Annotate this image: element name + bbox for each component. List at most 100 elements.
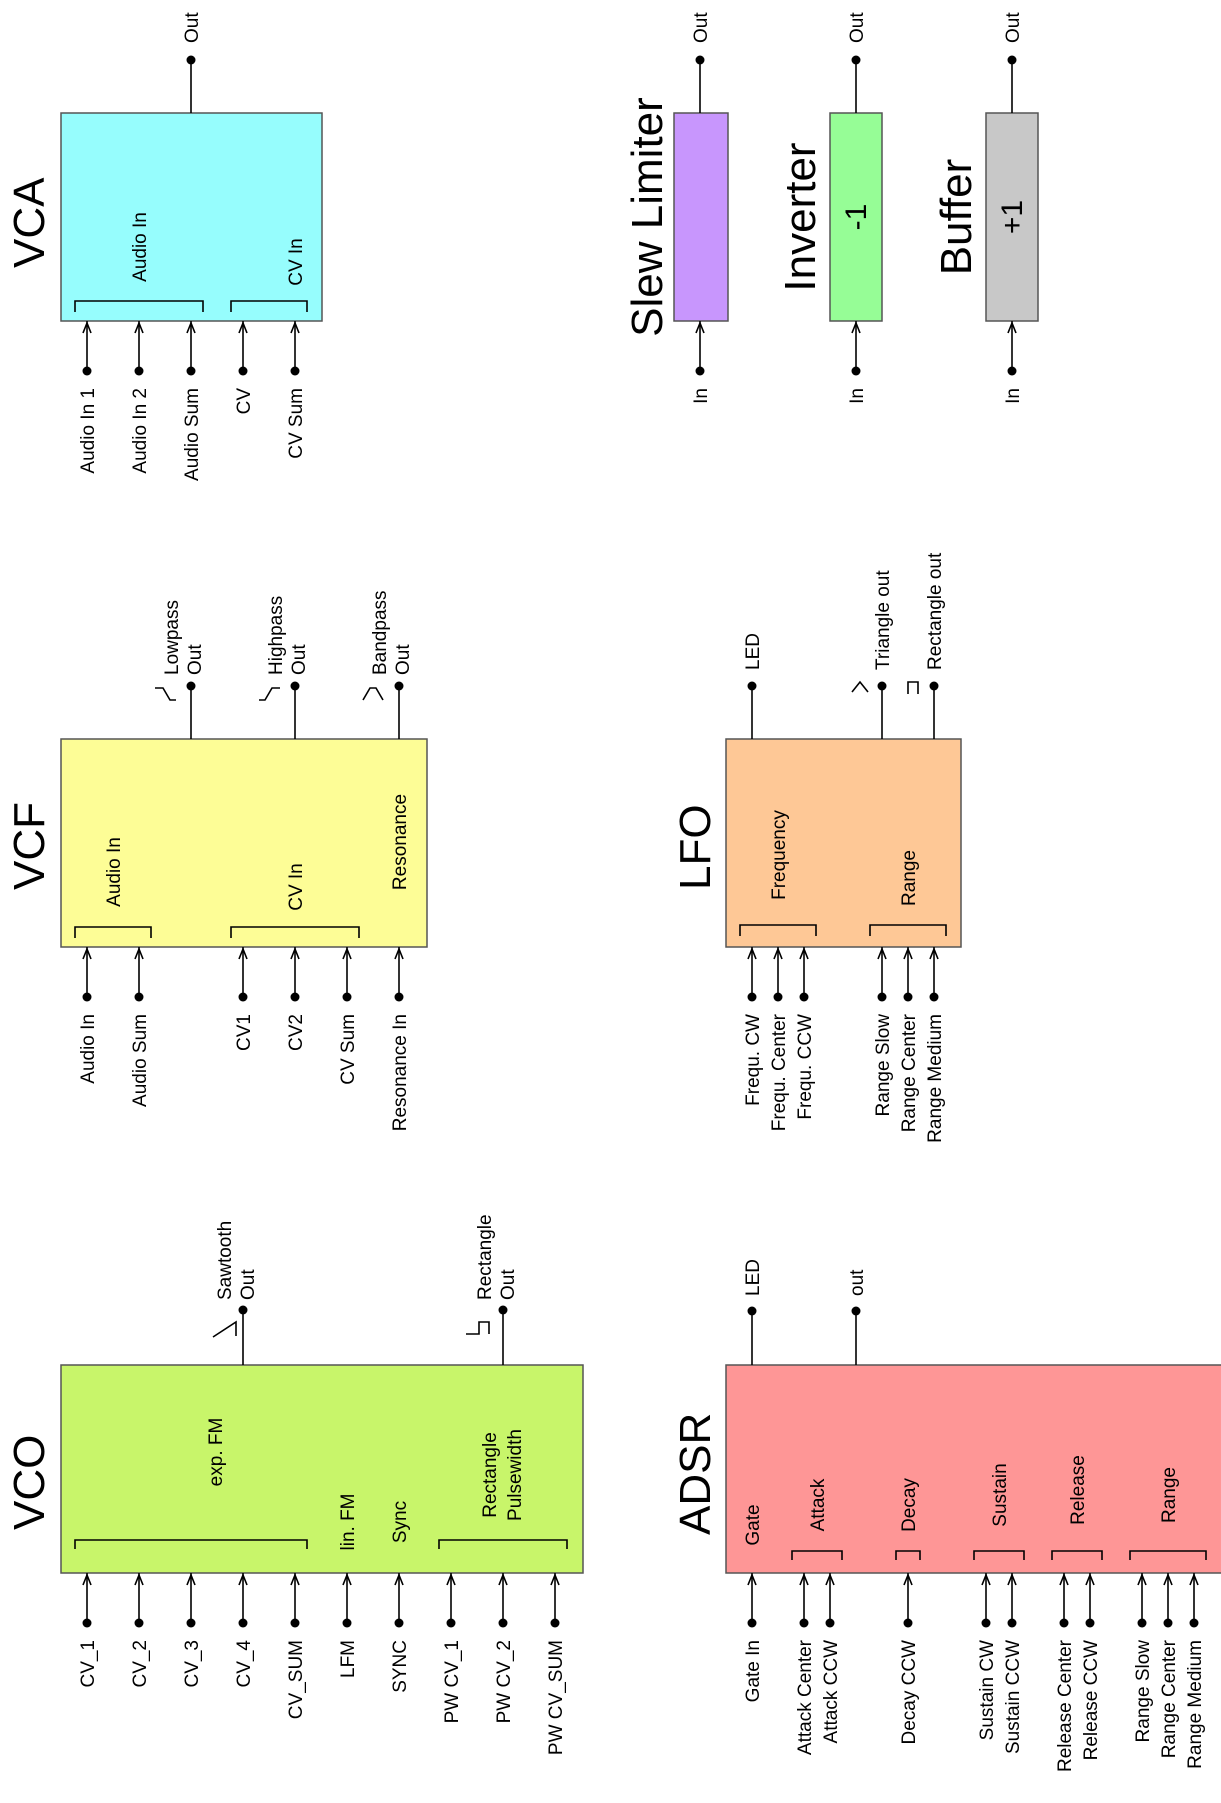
slew-limiter-module: Slew Limiter In Out <box>623 12 729 404</box>
input-pin[interactable]: Range Slow <box>1133 1572 1154 1743</box>
adsr-input-label: Sustain CCW <box>1003 1640 1024 1754</box>
input-pin[interactable]: Audio In <box>78 946 99 1084</box>
input-pin[interactable]: Audio Sum <box>130 946 151 1107</box>
input-pin[interactable]: Sustain CW <box>977 1572 998 1740</box>
output-label: Rectangle <box>475 1214 496 1300</box>
input-pin[interactable]: SYNC <box>390 1572 411 1693</box>
slew-limiter-title: Slew Limiter <box>623 97 672 337</box>
input-pin[interactable]: LFM <box>338 1572 359 1678</box>
input-pin[interactable]: CV_4 <box>234 1572 255 1688</box>
highpass-icon <box>259 687 280 701</box>
input-pin[interactable]: Range Slow <box>873 946 894 1117</box>
input-pin[interactable]: Sustain CCW <box>1003 1572 1024 1754</box>
input-pin[interactable]: CV_2 <box>130 1572 151 1688</box>
input-pin[interactable]: CV <box>234 320 255 414</box>
input-pin[interactable]: Attack Center <box>795 1572 816 1755</box>
input-pin[interactable]: Range Medium <box>925 946 946 1143</box>
lowpass-icon <box>155 687 176 701</box>
output-pin[interactable]: LED <box>743 1259 764 1365</box>
adsr-input-label: Gate In <box>743 1640 764 1702</box>
input-pin[interactable]: Resonance In <box>390 946 411 1131</box>
output-pin[interactable]: Bandpass Out <box>362 590 414 739</box>
output-pin[interactable]: Out <box>1003 12 1024 113</box>
vca-outputs[interactable]: Out <box>182 12 203 113</box>
vcf-input-label: CV1 <box>234 1014 255 1051</box>
vco-input-label: PW CV_2 <box>494 1640 515 1723</box>
vco-input-label: CV_1 <box>78 1640 99 1688</box>
group-label: Attack <box>808 1478 829 1531</box>
vcf-input-label: Audio Sum <box>130 1014 151 1107</box>
group-label: Sustain <box>990 1463 1011 1526</box>
lfo-module: LFO Frequ. CW Frequ. Center Frequ. CCW R… <box>671 552 962 1143</box>
input-pin[interactable]: PW CV_SUM <box>546 1572 567 1755</box>
output-pin[interactable]: LED <box>743 633 764 739</box>
group-label: Pulsewidth <box>505 1429 526 1521</box>
rectangle-wave-icon <box>466 1321 490 1335</box>
buffer-module: Buffer +1 In Out <box>932 12 1039 404</box>
input-pin[interactable]: PW CV_2 <box>494 1572 515 1723</box>
output-pin[interactable]: Sawtooth Out <box>212 1221 259 1365</box>
output-pin[interactable]: Highpass Out <box>259 596 310 739</box>
input-pin[interactable]: CV Sum <box>286 320 307 459</box>
output-pin[interactable]: Triangle out <box>851 570 894 739</box>
input-pin[interactable]: CV1 <box>234 946 255 1051</box>
adsr-input-label: Range Slow <box>1133 1640 1154 1743</box>
input-pin[interactable]: Release CCW <box>1081 1572 1102 1760</box>
input-pin[interactable]: Audio In 1 <box>78 320 99 474</box>
vca-input-label: Audio In 1 <box>78 388 99 474</box>
vco-input-label: CV_2 <box>130 1640 151 1688</box>
input-pin[interactable]: Frequ. Center <box>769 946 790 1131</box>
input-pin[interactable]: CV_SUM <box>286 1572 307 1719</box>
vco-input-label: CV_4 <box>234 1640 255 1688</box>
lfo-groups: Frequency Range <box>739 810 947 936</box>
vca-groups: Audio In CV In <box>74 212 308 312</box>
input-pin[interactable]: Audio In 2 <box>130 320 151 474</box>
group-label: Range <box>899 850 920 906</box>
group-label: lin. FM <box>338 1494 359 1551</box>
output-pin[interactable]: Rectangle out <box>907 552 946 739</box>
output-pin[interactable]: Out <box>847 12 868 113</box>
buffer-block <box>985 112 1039 322</box>
input-pin[interactable]: Frequ. CCW <box>795 946 816 1120</box>
input-pin[interactable]: Decay CCW <box>899 1572 920 1745</box>
input-pin[interactable]: Range Center <box>899 946 920 1132</box>
vcf-outputs: Lowpass Out Highpass Out Bandpass Out <box>155 590 414 739</box>
output-label: LED <box>743 633 764 670</box>
adsr-title: ADSR <box>671 1413 720 1535</box>
vco-inputs: CV_1 CV_2 CV_3 CV_4 CV_SUM LFM SYNC PW C… <box>78 1572 567 1755</box>
group-label: Rectangle <box>480 1432 501 1518</box>
output-label: Rectangle out <box>925 552 946 670</box>
input-pin[interactable]: CV_1 <box>78 1572 99 1688</box>
lfo-input-label: Range Center <box>899 1013 920 1132</box>
output-label: Out <box>238 1269 259 1300</box>
input-pin[interactable]: CV2 <box>286 946 307 1051</box>
input-pin[interactable]: Range Center <box>1159 1572 1180 1758</box>
output-label: Out <box>289 644 310 675</box>
input-pin[interactable]: Frequ. CW <box>743 946 764 1106</box>
input-pin[interactable]: CV_3 <box>182 1572 203 1688</box>
output-pin[interactable]: out <box>847 1269 868 1365</box>
group-label: Release <box>1068 1455 1089 1525</box>
triangle-wave-icon <box>851 680 869 693</box>
input-pin[interactable]: Attack CCW <box>821 1572 842 1743</box>
sawtooth-wave-icon <box>212 1320 237 1338</box>
output-pin[interactable]: Lowpass Out <box>155 600 206 739</box>
output-pin[interactable]: Rectangle Out <box>466 1214 519 1365</box>
adsr-input-label: Sustain CW <box>977 1640 998 1740</box>
input-pin[interactable]: Gate In <box>743 1572 764 1702</box>
input-pin[interactable]: Audio Sum <box>182 320 203 481</box>
lfo-input-label: Range Slow <box>873 1014 894 1117</box>
group-label: Frequency <box>769 810 790 900</box>
input-pin[interactable]: In <box>691 320 712 404</box>
input-pin[interactable]: In <box>1003 320 1024 404</box>
output-pin[interactable]: Out <box>691 12 712 113</box>
input-pin[interactable]: CV Sum <box>338 946 359 1085</box>
vca-input-label: CV Sum <box>286 388 307 459</box>
input-pin[interactable]: PW CV_1 <box>442 1572 463 1723</box>
input-pin[interactable]: Release Center <box>1055 1572 1076 1772</box>
vca-module: VCA Audio In 1 Audio In 2 Audio Sum CV C… <box>5 12 323 481</box>
group-label: Audio In <box>104 837 125 907</box>
input-pin[interactable]: In <box>847 320 868 404</box>
input-pin[interactable]: Range Medium <box>1185 1572 1206 1769</box>
